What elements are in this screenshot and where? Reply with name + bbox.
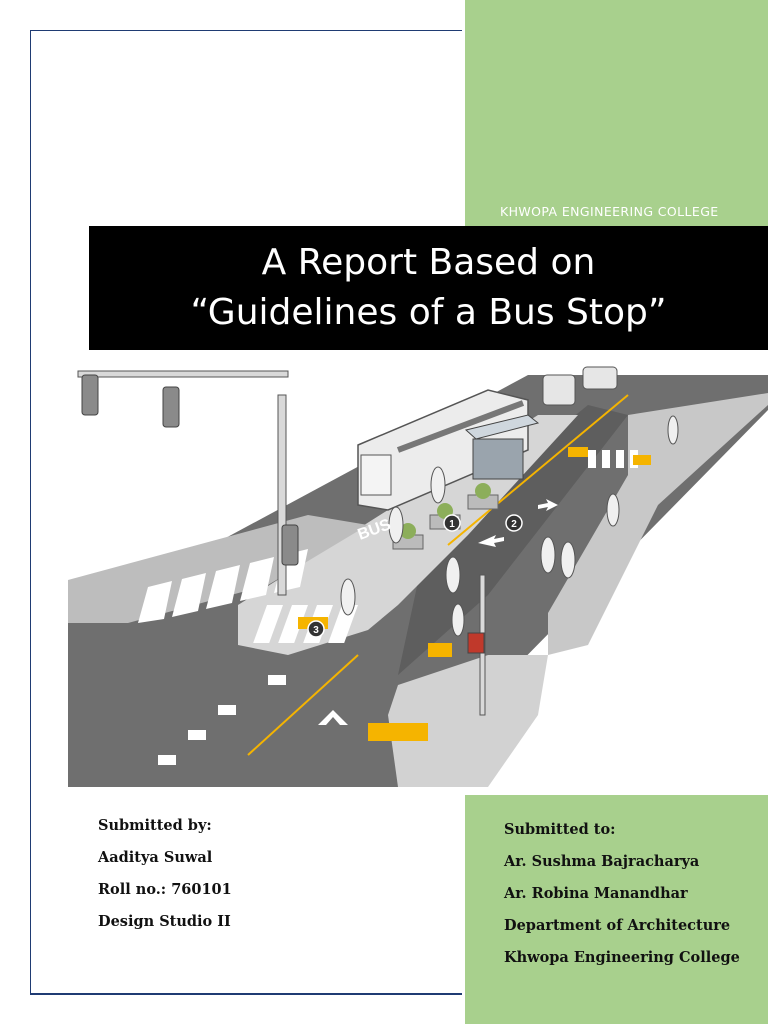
svg-text:1: 1 — [449, 519, 455, 530]
traffic-signal — [77, 370, 299, 596]
roll-number: Roll no.: 760101 — [98, 881, 232, 898]
cars — [542, 366, 618, 406]
pedestrians — [340, 415, 679, 637]
sidewalk-corner — [388, 655, 548, 787]
tactile-pads — [298, 447, 651, 741]
page-border-bottom — [30, 993, 462, 995]
teacher-2: Ar. Robina Manandhar — [504, 885, 688, 902]
sidewalk-right — [548, 393, 768, 655]
submitted-by-block: Submitted by: Aaditya Suwal Roll no.: 76… — [98, 810, 232, 938]
svg-text:3: 3 — [313, 625, 319, 636]
report-title-line-2: “Guidelines of a Bus Stop” — [190, 292, 667, 333]
pedestrian-signal — [467, 574, 486, 716]
road-dashes — [158, 675, 286, 765]
page-border-top — [30, 30, 462, 31]
bus — [357, 389, 529, 511]
submitted-to-label: Submitted to: — [504, 821, 616, 838]
callout-2: 2 — [505, 514, 523, 532]
bus-shelter — [464, 414, 540, 480]
page-border-left — [30, 30, 31, 995]
title-box: A Report Based on “Guidelines of a Bus S… — [89, 226, 768, 350]
report-title-line-1: A Report Based on — [261, 242, 596, 283]
center-lane-line — [447, 394, 629, 546]
lane-arrows — [318, 499, 558, 725]
department-name: Department of Architecture — [504, 917, 731, 934]
student-name: Aaditya Suwal — [98, 849, 213, 866]
submitted-by-label: Submitted by: — [98, 817, 212, 834]
green-banner-top — [462, 0, 768, 226]
bus-stop-street-illustration: BUS 1 2 3 — [68, 355, 768, 787]
crosswalk-left — [138, 549, 308, 623]
teacher-1: Ar. Sushma Bajracharya — [504, 853, 700, 870]
callout-1: 1 — [443, 514, 461, 532]
submitted-to-block: Submitted to: Ar. Sushma Bajracharya Ar.… — [504, 814, 740, 974]
svg-text:2: 2 — [511, 519, 517, 530]
green-banner-bottom — [462, 795, 768, 1024]
course-name: Design Studio II — [98, 913, 231, 930]
college-name-footer: Khwopa Engineering College — [504, 949, 740, 966]
center-lane-line-lower — [247, 654, 359, 756]
callout-3: 3 — [307, 620, 325, 638]
college-name-header: KHWOPA ENGINEERING COLLEGE — [500, 204, 719, 219]
